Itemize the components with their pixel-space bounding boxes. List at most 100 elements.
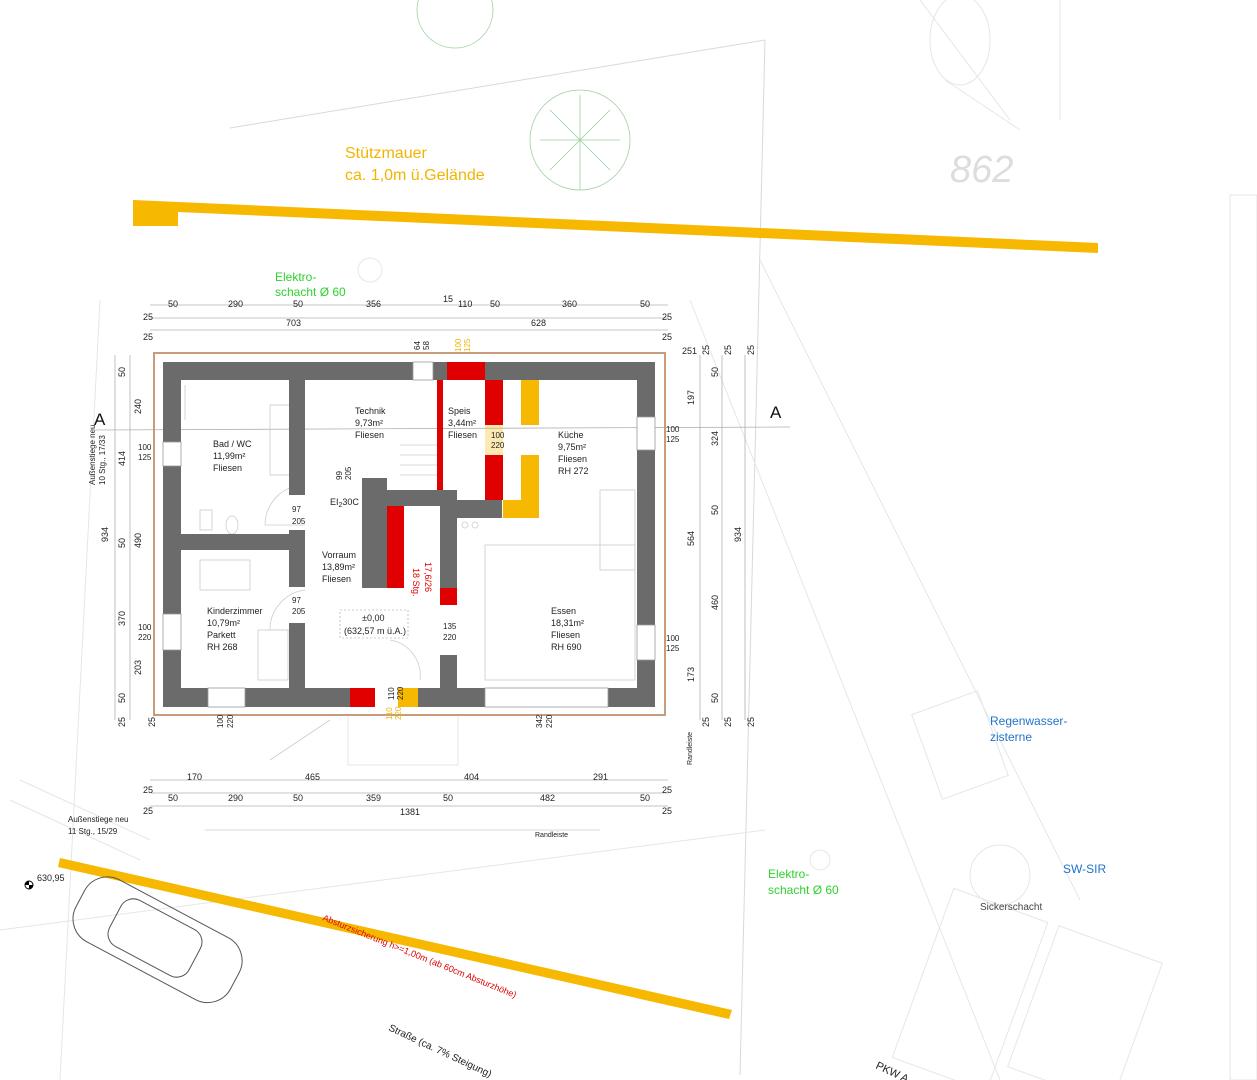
svg-text:100: 100 — [491, 431, 505, 440]
top-dimensions: 50 290 50 356 15 110 50 360 50 703 628 2… — [143, 294, 672, 342]
svg-text:220: 220 — [545, 714, 554, 728]
svg-text:125: 125 — [463, 338, 472, 352]
svg-text:50: 50 — [293, 793, 303, 803]
svg-text:170: 170 — [187, 772, 202, 782]
svg-text:110: 110 — [387, 687, 396, 700]
svg-text:100: 100 — [666, 425, 680, 434]
room-floor: Fliesen — [322, 574, 351, 584]
fire-door-label: EI230C — [330, 497, 359, 509]
svg-text:110: 110 — [385, 707, 394, 720]
level-box — [339, 609, 409, 639]
svg-text:628: 628 — [531, 318, 546, 328]
left-dimensions: 934 50 240 414 50 490 370 203 50 25 25 — [100, 367, 157, 727]
svg-text:25: 25 — [746, 717, 756, 727]
svg-text:370: 370 — [117, 611, 127, 626]
room-floor: Parkett — [207, 630, 236, 640]
svg-text:58: 58 — [422, 341, 431, 350]
stair-inner-label-2: 17,6/26 — [423, 562, 433, 592]
svg-text:100: 100 — [454, 338, 463, 352]
removed-walls — [398, 380, 539, 707]
svg-text:25: 25 — [143, 806, 153, 816]
room-area: 9,75m² — [558, 442, 586, 452]
room-speis: Speis 3,44m² Fliesen — [448, 406, 477, 440]
svg-text:50: 50 — [168, 299, 178, 309]
svg-text:460: 460 — [710, 595, 720, 610]
retaining-wall — [133, 200, 1098, 253]
svg-text:414: 414 — [117, 451, 127, 466]
room-rh: RH 272 — [558, 466, 589, 476]
svg-text:291: 291 — [593, 772, 608, 782]
stairs-left-label-2: 10 Stg., 17/33 — [98, 435, 107, 485]
room-name: Bad / WC — [213, 439, 252, 449]
rain-tank-label-2: zisterne — [990, 730, 1032, 744]
svg-text:100: 100 — [138, 623, 152, 632]
svg-text:97: 97 — [292, 505, 301, 514]
elektro-schacht-top-2: schacht Ø 60 — [275, 285, 346, 299]
svg-text:490: 490 — [133, 533, 143, 548]
svg-text:25: 25 — [147, 717, 157, 727]
room-technik: Technik 9,73m² Fliesen — [355, 406, 386, 440]
svg-text:220: 220 — [138, 633, 152, 642]
svg-text:50: 50 — [710, 693, 720, 703]
opening-dims: 100 125 100 220 100 125 100 125 100 220 … — [138, 425, 680, 653]
dimension-lines — [114, 304, 746, 807]
svg-text:25: 25 — [143, 332, 153, 342]
randleiste-right: Randleiste — [687, 732, 694, 765]
svg-text:359: 359 — [366, 793, 381, 803]
room-floor: Fliesen — [558, 454, 587, 464]
svg-text:25: 25 — [143, 785, 153, 795]
stair-inner-label: 18 Stg. — [411, 568, 421, 597]
room-name: Küche — [558, 430, 584, 440]
svg-text:25: 25 — [117, 717, 127, 727]
svg-text:482: 482 — [540, 793, 555, 803]
svg-text:25: 25 — [143, 312, 153, 322]
level-absolute: (632,57 m ü.A.) — [344, 626, 406, 636]
svg-text:290: 290 — [228, 299, 243, 309]
stairs-bottom-label-2: 11 Stg., 15/29 — [68, 827, 118, 836]
svg-text:50: 50 — [293, 299, 303, 309]
elektro-schacht-top-1: Elektro- — [275, 270, 316, 284]
room-area: 13,89m² — [322, 562, 355, 572]
room-floor: Fliesen — [355, 430, 384, 440]
section-mark-right: A — [770, 403, 782, 422]
room-name: Kinderzimmer — [207, 606, 263, 616]
svg-text:64: 64 — [413, 341, 422, 350]
opening-dims-vertical: 99 205 64 58 100 125 110 220 110 220 100… — [216, 338, 554, 728]
svg-text:205: 205 — [344, 466, 353, 480]
svg-text:50: 50 — [710, 505, 720, 515]
room-name: Technik — [355, 406, 386, 416]
room-floor: Fliesen — [551, 630, 580, 640]
svg-text:465: 465 — [305, 772, 320, 782]
svg-text:50: 50 — [117, 538, 127, 548]
svg-text:50: 50 — [710, 367, 720, 377]
svg-text:934: 934 — [733, 527, 743, 542]
svg-text:342: 342 — [535, 714, 544, 728]
svg-text:135: 135 — [443, 622, 457, 631]
stairs-bottom-label-1: Außenstiege neu — [68, 815, 129, 824]
svg-text:240: 240 — [133, 399, 143, 414]
svg-text:50: 50 — [168, 793, 178, 803]
elektro-schacht-bottom-2: schacht Ø 60 — [768, 883, 839, 897]
svg-text:197: 197 — [686, 390, 696, 405]
svg-text:251: 251 — [682, 346, 697, 356]
fall-protection-wall — [58, 858, 732, 1019]
room-rh: RH 690 — [551, 642, 582, 652]
room-area: 9,73m² — [355, 418, 383, 428]
soak-pit-label: Sickerschacht — [980, 902, 1042, 913]
stairs-left-label-1: Außenstiege neu — [88, 425, 97, 486]
section-mark-left: A — [94, 410, 106, 429]
room-essen: Essen 18,31m² Fliesen RH 690 — [551, 606, 584, 652]
svg-text:50: 50 — [640, 793, 650, 803]
room-kinderzimmer: Kinderzimmer 10,79m² Parkett RH 268 — [207, 606, 263, 652]
svg-text:25: 25 — [723, 345, 733, 355]
svg-text:50: 50 — [117, 693, 127, 703]
svg-text:100: 100 — [666, 634, 680, 643]
room-floor: Fliesen — [213, 463, 242, 473]
svg-text:404: 404 — [464, 772, 479, 782]
svg-text:25: 25 — [701, 345, 711, 355]
retaining-wall-height: ca. 1,0m ü.Gelände — [345, 167, 485, 184]
svg-text:205: 205 — [292, 607, 306, 616]
car-icon — [72, 876, 243, 1004]
svg-text:173: 173 — [686, 667, 696, 682]
